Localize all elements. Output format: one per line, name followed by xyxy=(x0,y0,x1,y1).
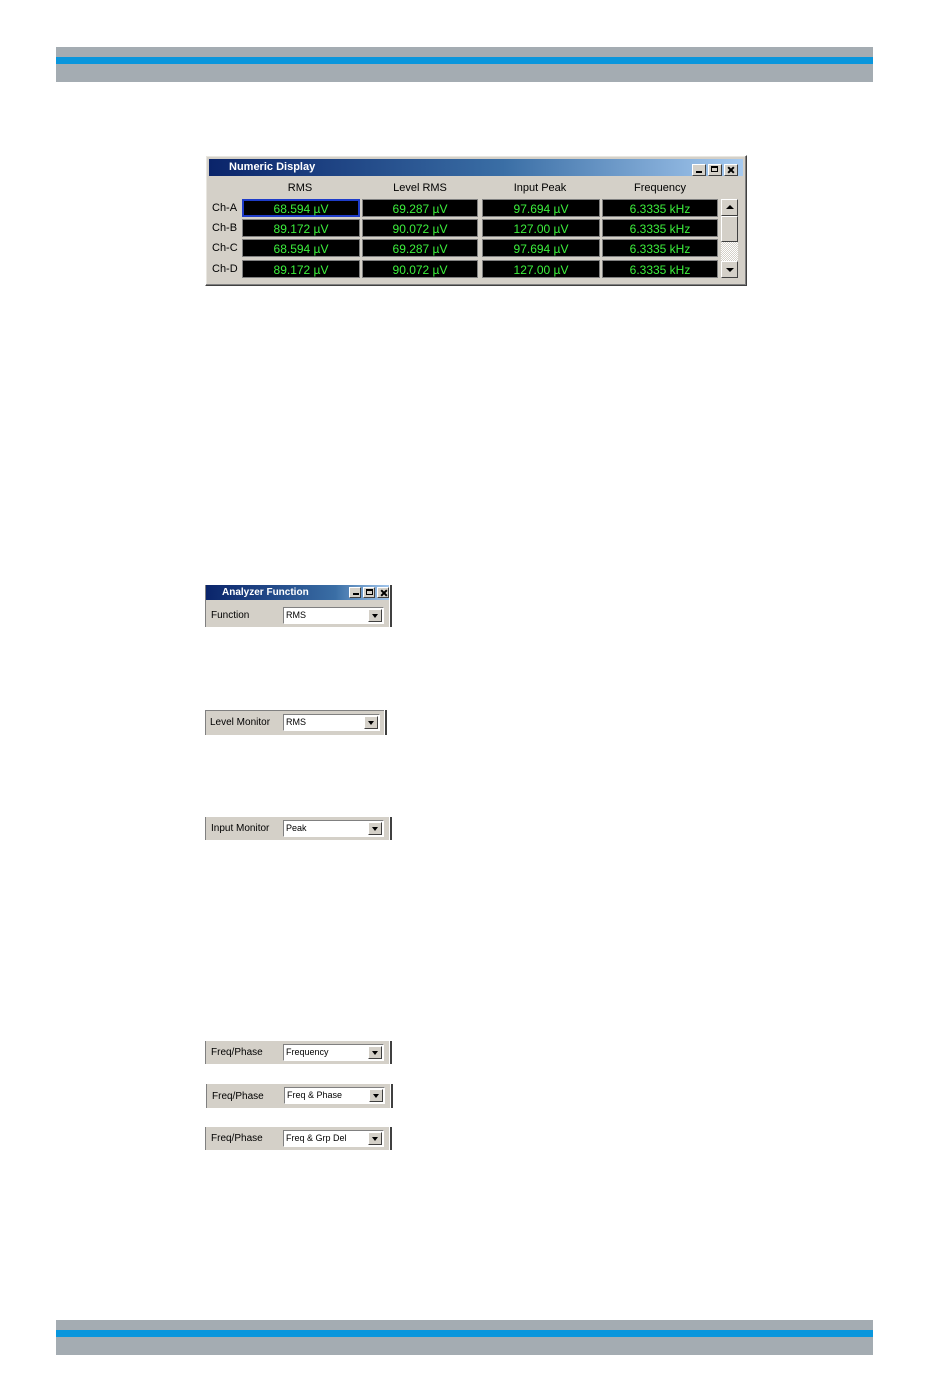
analyzer-function-titlebar[interactable]: Analyzer Function xyxy=(205,585,391,600)
scroll-down-button[interactable] xyxy=(721,261,738,278)
panel-edge xyxy=(390,1084,393,1108)
freq-phase-value: Freq & Grp Del xyxy=(286,1133,347,1143)
panel-title: Analyzer Function xyxy=(222,587,309,598)
dropdown-arrow-icon[interactable] xyxy=(368,822,382,835)
window-title: Numeric Display xyxy=(229,161,316,173)
readout-ch-b-level-rms[interactable]: 90.072 µV xyxy=(362,219,478,237)
panel-edge xyxy=(205,710,386,711)
maximize-icon[interactable] xyxy=(363,587,375,598)
readout-ch-c-input-peak[interactable]: 97.694 µV xyxy=(482,239,600,257)
minimize-icon[interactable] xyxy=(349,587,361,598)
close-icon[interactable] xyxy=(724,164,738,176)
freq-phase-select[interactable]: Freq & Grp Del xyxy=(283,1130,384,1147)
level-monitor-label: Level Monitor xyxy=(210,717,271,728)
readout-ch-a-level-rms[interactable]: 69.287 µV xyxy=(362,199,478,217)
dropdown-arrow-icon[interactable] xyxy=(369,1089,383,1102)
readout-ch-c-level-rms[interactable]: 69.287 µV xyxy=(362,239,478,257)
panel-edge xyxy=(389,1127,392,1150)
readout-ch-a-frequency[interactable]: 6.3335 kHz xyxy=(602,199,718,217)
readout-ch-d-frequency[interactable]: 6.3335 kHz xyxy=(602,260,718,278)
maximize-icon[interactable] xyxy=(708,164,722,176)
row-label-ch-d: Ch-D xyxy=(212,263,238,275)
triangle-up-icon xyxy=(726,205,734,209)
freq-phase-value: Freq & Phase xyxy=(287,1090,343,1100)
readout-ch-b-frequency[interactable]: 6.3335 kHz xyxy=(602,219,718,237)
freq-phase-panel-grp-del: Freq/Phase Freq & Grp Del xyxy=(205,1127,392,1150)
panel-edge xyxy=(389,1041,392,1064)
dropdown-arrow-icon[interactable] xyxy=(368,609,382,622)
header-band xyxy=(56,47,873,82)
row-label-ch-b: Ch-B xyxy=(212,222,238,234)
close-icon[interactable] xyxy=(377,587,389,598)
panel-edge xyxy=(205,1041,206,1064)
input-monitor-label: Input Monitor xyxy=(211,823,270,834)
freq-phase-panel-phase: Freq/Phase Freq & Phase xyxy=(206,1084,393,1108)
readout-ch-a-rms[interactable]: 68.594 µV xyxy=(242,199,360,217)
panel-edge xyxy=(206,1084,207,1108)
readout-ch-d-rms[interactable]: 89.172 µV xyxy=(242,260,360,278)
numeric-display-titlebar[interactable]: Numeric Display xyxy=(209,159,743,176)
readout-ch-c-rms[interactable]: 68.594 µV xyxy=(242,239,360,257)
dropdown-arrow-icon[interactable] xyxy=(368,1046,382,1059)
row-label-ch-a: Ch-A xyxy=(212,202,238,214)
function-select[interactable]: RMS xyxy=(283,607,384,624)
readout-ch-b-input-peak[interactable]: 127.00 µV xyxy=(482,219,600,237)
level-monitor-select[interactable]: RMS xyxy=(283,714,380,731)
panel-edge xyxy=(205,1127,206,1150)
input-monitor-panel: Input Monitor Peak xyxy=(205,817,392,840)
freq-phase-label: Freq/Phase xyxy=(211,1047,263,1058)
minimize-icon[interactable] xyxy=(692,164,706,176)
footer-band xyxy=(56,1320,873,1355)
input-monitor-select[interactable]: Peak xyxy=(283,820,384,837)
freq-phase-select[interactable]: Freq & Phase xyxy=(284,1087,385,1104)
input-monitor-value: Peak xyxy=(286,823,307,833)
freq-phase-value: Frequency xyxy=(286,1047,329,1057)
numeric-display-window: Numeric Display RMS Level RMS Input Peak… xyxy=(205,155,747,286)
readout-ch-b-rms[interactable]: 89.172 µV xyxy=(242,219,360,237)
readout-ch-c-frequency[interactable]: 6.3335 kHz xyxy=(602,239,718,257)
panel-edge xyxy=(384,710,387,735)
panel-edge xyxy=(389,585,392,627)
panel-edge xyxy=(205,585,206,627)
column-header-input-peak: Input Peak xyxy=(513,182,567,194)
column-header-frequency: Frequency xyxy=(634,182,686,194)
row-label-ch-c: Ch-C xyxy=(212,242,238,254)
freq-phase-panel-frequency: Freq/Phase Frequency xyxy=(205,1041,392,1064)
header-stripe xyxy=(56,57,873,64)
freq-phase-label: Freq/Phase xyxy=(211,1133,263,1144)
vertical-scrollbar[interactable] xyxy=(721,199,738,278)
freq-phase-select[interactable]: Frequency xyxy=(283,1044,384,1061)
readout-ch-d-level-rms[interactable]: 90.072 µV xyxy=(362,260,478,278)
readout-ch-a-input-peak[interactable]: 97.694 µV xyxy=(482,199,600,217)
scroll-up-button[interactable] xyxy=(721,199,738,216)
readout-ch-d-input-peak[interactable]: 127.00 µV xyxy=(482,260,600,278)
level-monitor-value: RMS xyxy=(286,717,306,727)
panel-edge xyxy=(205,710,206,735)
dropdown-arrow-icon[interactable] xyxy=(368,1132,382,1145)
analyzer-function-panel: Analyzer Function Function RMS xyxy=(205,585,392,627)
panel-edge xyxy=(389,817,392,840)
panel-edge xyxy=(205,817,206,840)
level-monitor-panel: Level Monitor RMS xyxy=(205,710,387,735)
triangle-down-icon xyxy=(726,268,734,272)
freq-phase-label: Freq/Phase xyxy=(212,1091,264,1102)
function-label: Function xyxy=(211,610,250,621)
footer-stripe xyxy=(56,1330,873,1337)
scroll-thumb[interactable] xyxy=(721,216,738,242)
dropdown-arrow-icon[interactable] xyxy=(364,716,378,729)
function-value: RMS xyxy=(286,610,306,620)
column-header-rms: RMS xyxy=(287,182,313,194)
column-header-level-rms: Level RMS xyxy=(393,182,447,194)
